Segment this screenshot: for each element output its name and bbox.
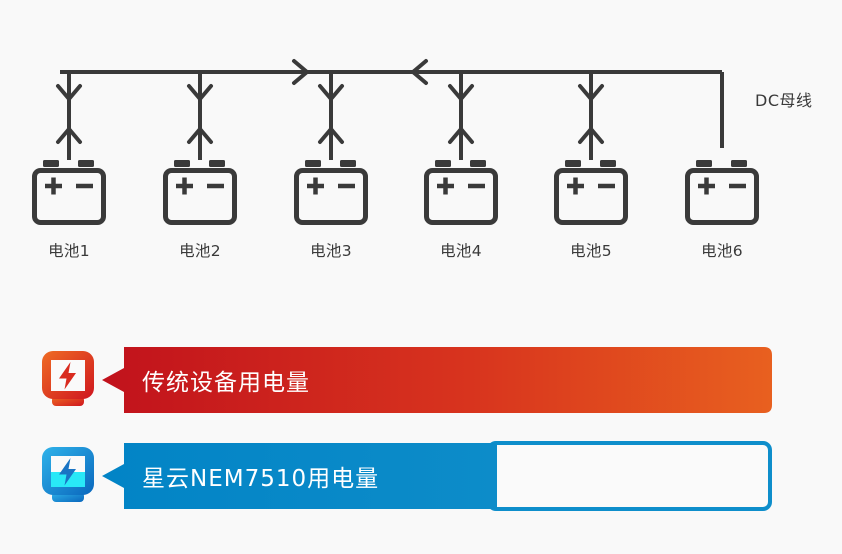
arrow-down-1 (56, 84, 82, 101)
arrow-down-2 (187, 84, 213, 101)
arrow-down-3 (318, 84, 344, 101)
arrow-down-5 (578, 84, 604, 101)
battery-row: 电池1 电池2 (0, 158, 842, 273)
battery-icon (554, 160, 628, 225)
nem7510-bar-fill (102, 443, 497, 509)
battery-label: 电池3 (310, 242, 352, 260)
battery-item-2: 电池2 (145, 158, 255, 261)
battery-icon (424, 160, 498, 225)
battery-item-3: 电池3 (276, 158, 386, 261)
consumption-bar-nem7510: 星云NEM7510用电量 (0, 441, 842, 511)
battery-label: 电池6 (701, 242, 743, 260)
bus-arrow-right (292, 59, 309, 85)
arrow-up-2 (187, 127, 213, 144)
nem7510-bar-shape (102, 441, 772, 511)
battery-icon (685, 160, 759, 225)
dc-bus-diagram: DC母线 电池1 (0, 59, 842, 273)
battery-icon (294, 160, 368, 225)
battery-label: 电池4 (440, 242, 482, 260)
battery-label: 电池1 (48, 242, 90, 260)
battery-label: 电池2 (179, 242, 221, 260)
power-meter-red-icon (42, 351, 94, 406)
legacy-bar-shape (102, 347, 772, 413)
bus-schematic-svg (56, 59, 724, 160)
arrow-up-5 (578, 127, 604, 144)
arrow-up-3 (318, 127, 344, 144)
battery-item-5: 电池5 (536, 158, 646, 261)
power-meter-blue-icon (42, 447, 94, 502)
arrow-down-4 (448, 84, 474, 101)
arrow-up-4 (448, 127, 474, 144)
dc-bus-label: DC母线 (755, 91, 813, 110)
battery-item-6: 电池6 (667, 158, 777, 261)
battery-item-1: 电池1 (14, 158, 124, 261)
arrow-up-1 (56, 127, 82, 144)
bus-arrow-left (411, 59, 428, 85)
consumption-bar-legacy: 传统设备用电量 (0, 345, 842, 415)
battery-item-4: 电池4 (406, 158, 516, 261)
battery-label: 电池5 (570, 242, 612, 260)
nem7510-bar-empty-remainder (487, 441, 772, 511)
battery-icon (163, 160, 237, 225)
battery-icon (32, 160, 106, 225)
